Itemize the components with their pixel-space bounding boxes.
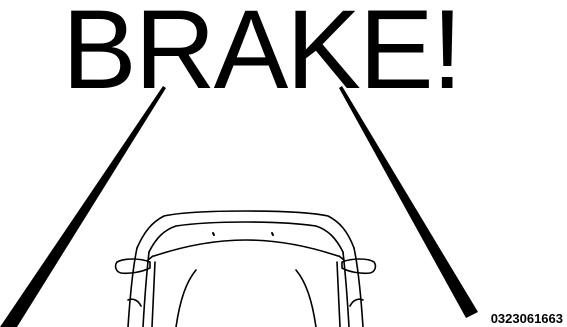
vehicle-top-view-icon bbox=[116, 211, 376, 327]
left-lane-line bbox=[0, 86, 166, 327]
brake-warning-text: BRAKE! bbox=[62, 0, 461, 106]
figure-code-label: 0323061663 bbox=[489, 311, 565, 326]
